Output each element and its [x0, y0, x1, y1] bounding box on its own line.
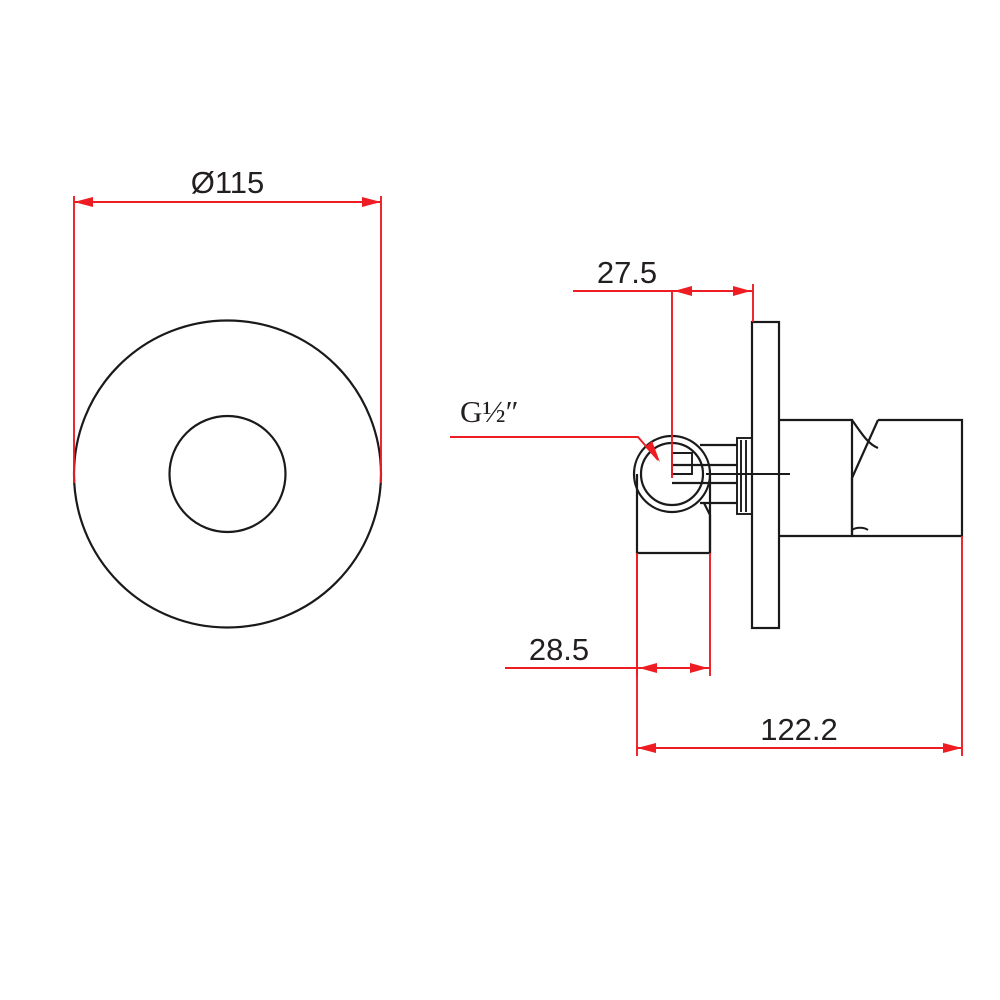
plate-offset-label: 27.5: [597, 255, 657, 290]
thread-spec-leader: [450, 436, 659, 461]
inlet-offset-arrow-left: [639, 663, 657, 673]
inlet-offset-arrow-right: [690, 663, 708, 673]
side-view: [632, 320, 964, 630]
diameter-arrow-right: [362, 197, 381, 207]
handle-transition-top: [851, 419, 879, 450]
escutcheon-inner-circle: [168, 414, 287, 534]
neck-rails: [700, 443, 737, 505]
inlet-offset-label: 28.5: [529, 632, 589, 667]
front-view: [72, 319, 383, 629]
annotation-thread-spec: G½″: [450, 394, 660, 462]
escutcheon-outer-circle: [72, 319, 383, 629]
total-length-label: 122.2: [760, 712, 838, 747]
body-block-fillet: [703, 502, 712, 553]
dimension-total-length: 122.2: [636, 536, 963, 756]
inlet-port-notch: [671, 452, 693, 475]
lever-handle: [852, 418, 964, 538]
mixer-barrel: [779, 418, 854, 538]
plate-back-edges: [740, 440, 747, 512]
total-length-arrow-right: [943, 743, 962, 753]
handle-transition-edge: [850, 419, 880, 536]
body-block: [635, 474, 712, 555]
dimension-plate-offset: 27.5: [573, 255, 754, 478]
thread-spec-label: G½″: [460, 394, 519, 429]
handle-grub-screw: [851, 526, 869, 531]
plate-offset-arrow-right: [733, 286, 751, 296]
diameter-arrow-left: [74, 197, 93, 207]
plate-collar: [736, 437, 753, 515]
dimension-inlet-offset: 28.5: [505, 553, 711, 676]
inner-bore-rails: [672, 463, 737, 485]
plate-offset-arrow-left: [674, 286, 692, 296]
total-length-arrow-left: [637, 743, 656, 753]
dimension-diameter: Ø115: [73, 165, 382, 483]
diameter-label: Ø115: [191, 165, 265, 200]
thread-spec-arrow: [645, 441, 660, 462]
